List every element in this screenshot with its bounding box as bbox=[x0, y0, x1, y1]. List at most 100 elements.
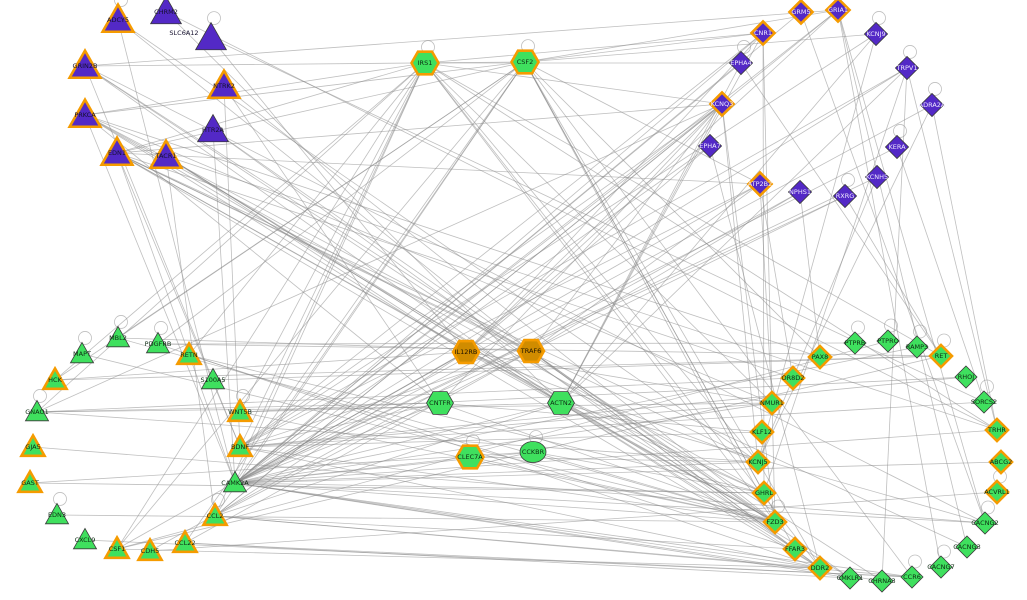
node-RHOJ[interactable] bbox=[954, 365, 978, 389]
edge-EDN1-IRS1 bbox=[116, 62, 426, 154]
node-CXCL9[interactable] bbox=[72, 527, 98, 550]
node-SLC6A12[interactable] bbox=[194, 21, 228, 51]
node-KCNJ5[interactable] bbox=[745, 449, 771, 475]
node-CACNG3[interactable] bbox=[955, 535, 979, 559]
node-MAPT[interactable] bbox=[69, 341, 95, 364]
node-PTPRO[interactable] bbox=[876, 329, 900, 353]
node-RETN[interactable] bbox=[175, 340, 203, 366]
edge-WNT5B-FZD3 bbox=[239, 411, 776, 523]
edge-TRAF6-CCL22 bbox=[184, 350, 532, 544]
node-SORCS2[interactable] bbox=[972, 390, 996, 414]
edge-IRS1-CSF1 bbox=[116, 62, 426, 550]
edge-TRPV1-CAMK2A bbox=[234, 67, 908, 484]
node-CACNG2[interactable] bbox=[973, 511, 997, 535]
node-GRIN2B[interactable] bbox=[67, 47, 103, 80]
node-OR8D2[interactable] bbox=[780, 365, 806, 391]
node-BDNF[interactable] bbox=[226, 432, 254, 458]
edge-CSF1-DDR2 bbox=[116, 548, 821, 569]
node-FFAR3[interactable] bbox=[782, 536, 808, 562]
edge-GAST-GHRL bbox=[29, 482, 765, 494]
node-HTR2A[interactable] bbox=[196, 113, 230, 143]
edge-EDN1-BDNF bbox=[116, 152, 241, 448]
node-CCR6[interactable] bbox=[900, 565, 924, 589]
node-CDH5[interactable] bbox=[136, 536, 164, 562]
node-PDGFRB[interactable] bbox=[145, 331, 171, 354]
node-RET[interactable] bbox=[928, 343, 954, 369]
node-RAMP3[interactable] bbox=[905, 335, 929, 359]
node-RXRG[interactable] bbox=[832, 183, 858, 209]
node-IL12RB[interactable] bbox=[451, 339, 481, 365]
edge-PTPRO-CSF1 bbox=[116, 340, 889, 550]
node-EPHA7[interactable] bbox=[697, 133, 723, 159]
node-IRS1[interactable] bbox=[410, 50, 440, 76]
edge-TRPV1-CHRNA3 bbox=[881, 67, 908, 582]
node-KCNQ3[interactable] bbox=[708, 90, 736, 118]
node-TACR1[interactable] bbox=[148, 137, 184, 170]
node-CACNG7[interactable] bbox=[929, 555, 953, 579]
node-GAST[interactable] bbox=[16, 468, 44, 494]
edge-KCNQ3-FZD3 bbox=[721, 103, 776, 523]
node-NMUR1[interactable] bbox=[759, 390, 785, 416]
edge-CSF2-CCL22 bbox=[184, 61, 526, 544]
node-ABCG2[interactable] bbox=[988, 449, 1014, 475]
node-CLEC7A[interactable] bbox=[455, 444, 485, 470]
node-CCL2[interactable] bbox=[201, 501, 229, 527]
edge-KERA-SORCS2 bbox=[896, 146, 985, 403]
node-CAMK2A[interactable] bbox=[222, 470, 248, 493]
edge-IL12RB-GRIA1 bbox=[465, 9, 839, 353]
edge-CSF2-CSF1 bbox=[116, 61, 526, 550]
node-CSF2[interactable] bbox=[510, 49, 540, 75]
node-ATP2B2[interactable] bbox=[746, 170, 774, 198]
node-WNT5B[interactable] bbox=[226, 397, 254, 423]
node-PTPRB[interactable] bbox=[843, 331, 867, 355]
edge-CSF2-DDR2 bbox=[524, 61, 821, 569]
node-TRPV1[interactable] bbox=[894, 55, 920, 81]
node-ACTN2[interactable] bbox=[547, 391, 575, 415]
node-PRKCA[interactable] bbox=[67, 96, 103, 129]
node-CCKBR[interactable] bbox=[519, 441, 547, 463]
node-KERA[interactable] bbox=[884, 134, 910, 160]
edge-CNR1-FZD3 bbox=[762, 32, 776, 523]
node-KCNJ9[interactable] bbox=[863, 21, 889, 47]
edge-IRS1-NMUR1 bbox=[424, 62, 773, 404]
node-FZD3[interactable] bbox=[762, 509, 788, 535]
node-GNAO1[interactable] bbox=[24, 399, 50, 422]
node-DDR2[interactable] bbox=[807, 555, 833, 581]
edge-KCNQ3-KCNJ5 bbox=[721, 103, 759, 463]
node-CNTFR[interactable] bbox=[426, 391, 454, 415]
node-S100A5[interactable] bbox=[200, 367, 226, 390]
edge-KCNJ9-BDNF bbox=[239, 33, 877, 448]
edge-NTRK2-BDNF bbox=[223, 85, 241, 448]
node-CHRNA3[interactable] bbox=[870, 569, 894, 593]
node-EDN3[interactable] bbox=[44, 502, 70, 525]
node-KLF12[interactable] bbox=[749, 419, 775, 445]
edge-BDNF-KLF12 bbox=[239, 431, 763, 448]
node-ADCY5[interactable] bbox=[100, 1, 136, 34]
node-CHRM2[interactable] bbox=[149, 0, 183, 25]
node-GHRL[interactable] bbox=[751, 480, 777, 506]
node-TRAF6[interactable] bbox=[516, 338, 546, 364]
node-NTRK2[interactable] bbox=[206, 67, 242, 100]
node-KCNH5[interactable] bbox=[864, 164, 890, 190]
node-TRHR[interactable] bbox=[984, 417, 1010, 443]
node-GRM5[interactable] bbox=[787, 0, 815, 26]
edge-CSF2-CCR6 bbox=[524, 61, 913, 578]
edge-EPHA7-CAMK2A bbox=[234, 145, 711, 484]
node-MBL2[interactable] bbox=[105, 325, 131, 348]
node-HCK[interactable] bbox=[41, 365, 69, 391]
edge-CAMK2A-GHRL bbox=[234, 482, 765, 494]
edge-BDNF-SORCS2 bbox=[239, 401, 985, 448]
node-GJA5[interactable] bbox=[19, 432, 47, 458]
node-ADRA2A[interactable] bbox=[919, 92, 945, 118]
node-CCL22[interactable] bbox=[171, 528, 199, 554]
node-NPHS1[interactable] bbox=[787, 179, 813, 205]
node-ACVRL1[interactable] bbox=[984, 479, 1010, 505]
node-CNR1[interactable] bbox=[749, 19, 777, 47]
node-GRIA1[interactable] bbox=[824, 0, 852, 24]
node-CMKLR1[interactable] bbox=[838, 566, 862, 590]
node-PAX8[interactable] bbox=[807, 344, 833, 370]
node-EDN1[interactable] bbox=[99, 134, 135, 167]
node-EPHA4[interactable] bbox=[728, 50, 754, 76]
node-CSF1[interactable] bbox=[103, 534, 131, 560]
